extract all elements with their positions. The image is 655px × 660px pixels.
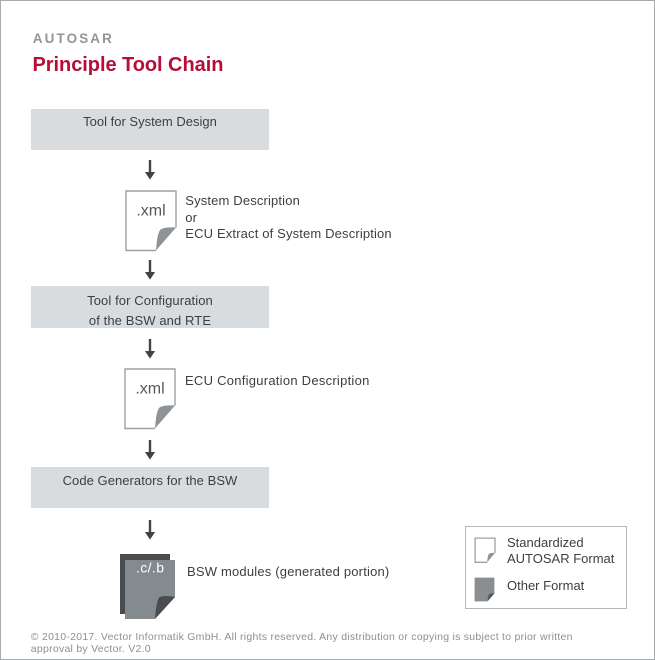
svg-text:.c/.b: .c/.b	[136, 560, 164, 576]
svg-text:.xml: .xml	[135, 380, 164, 397]
svg-text:.xml: .xml	[136, 202, 165, 219]
